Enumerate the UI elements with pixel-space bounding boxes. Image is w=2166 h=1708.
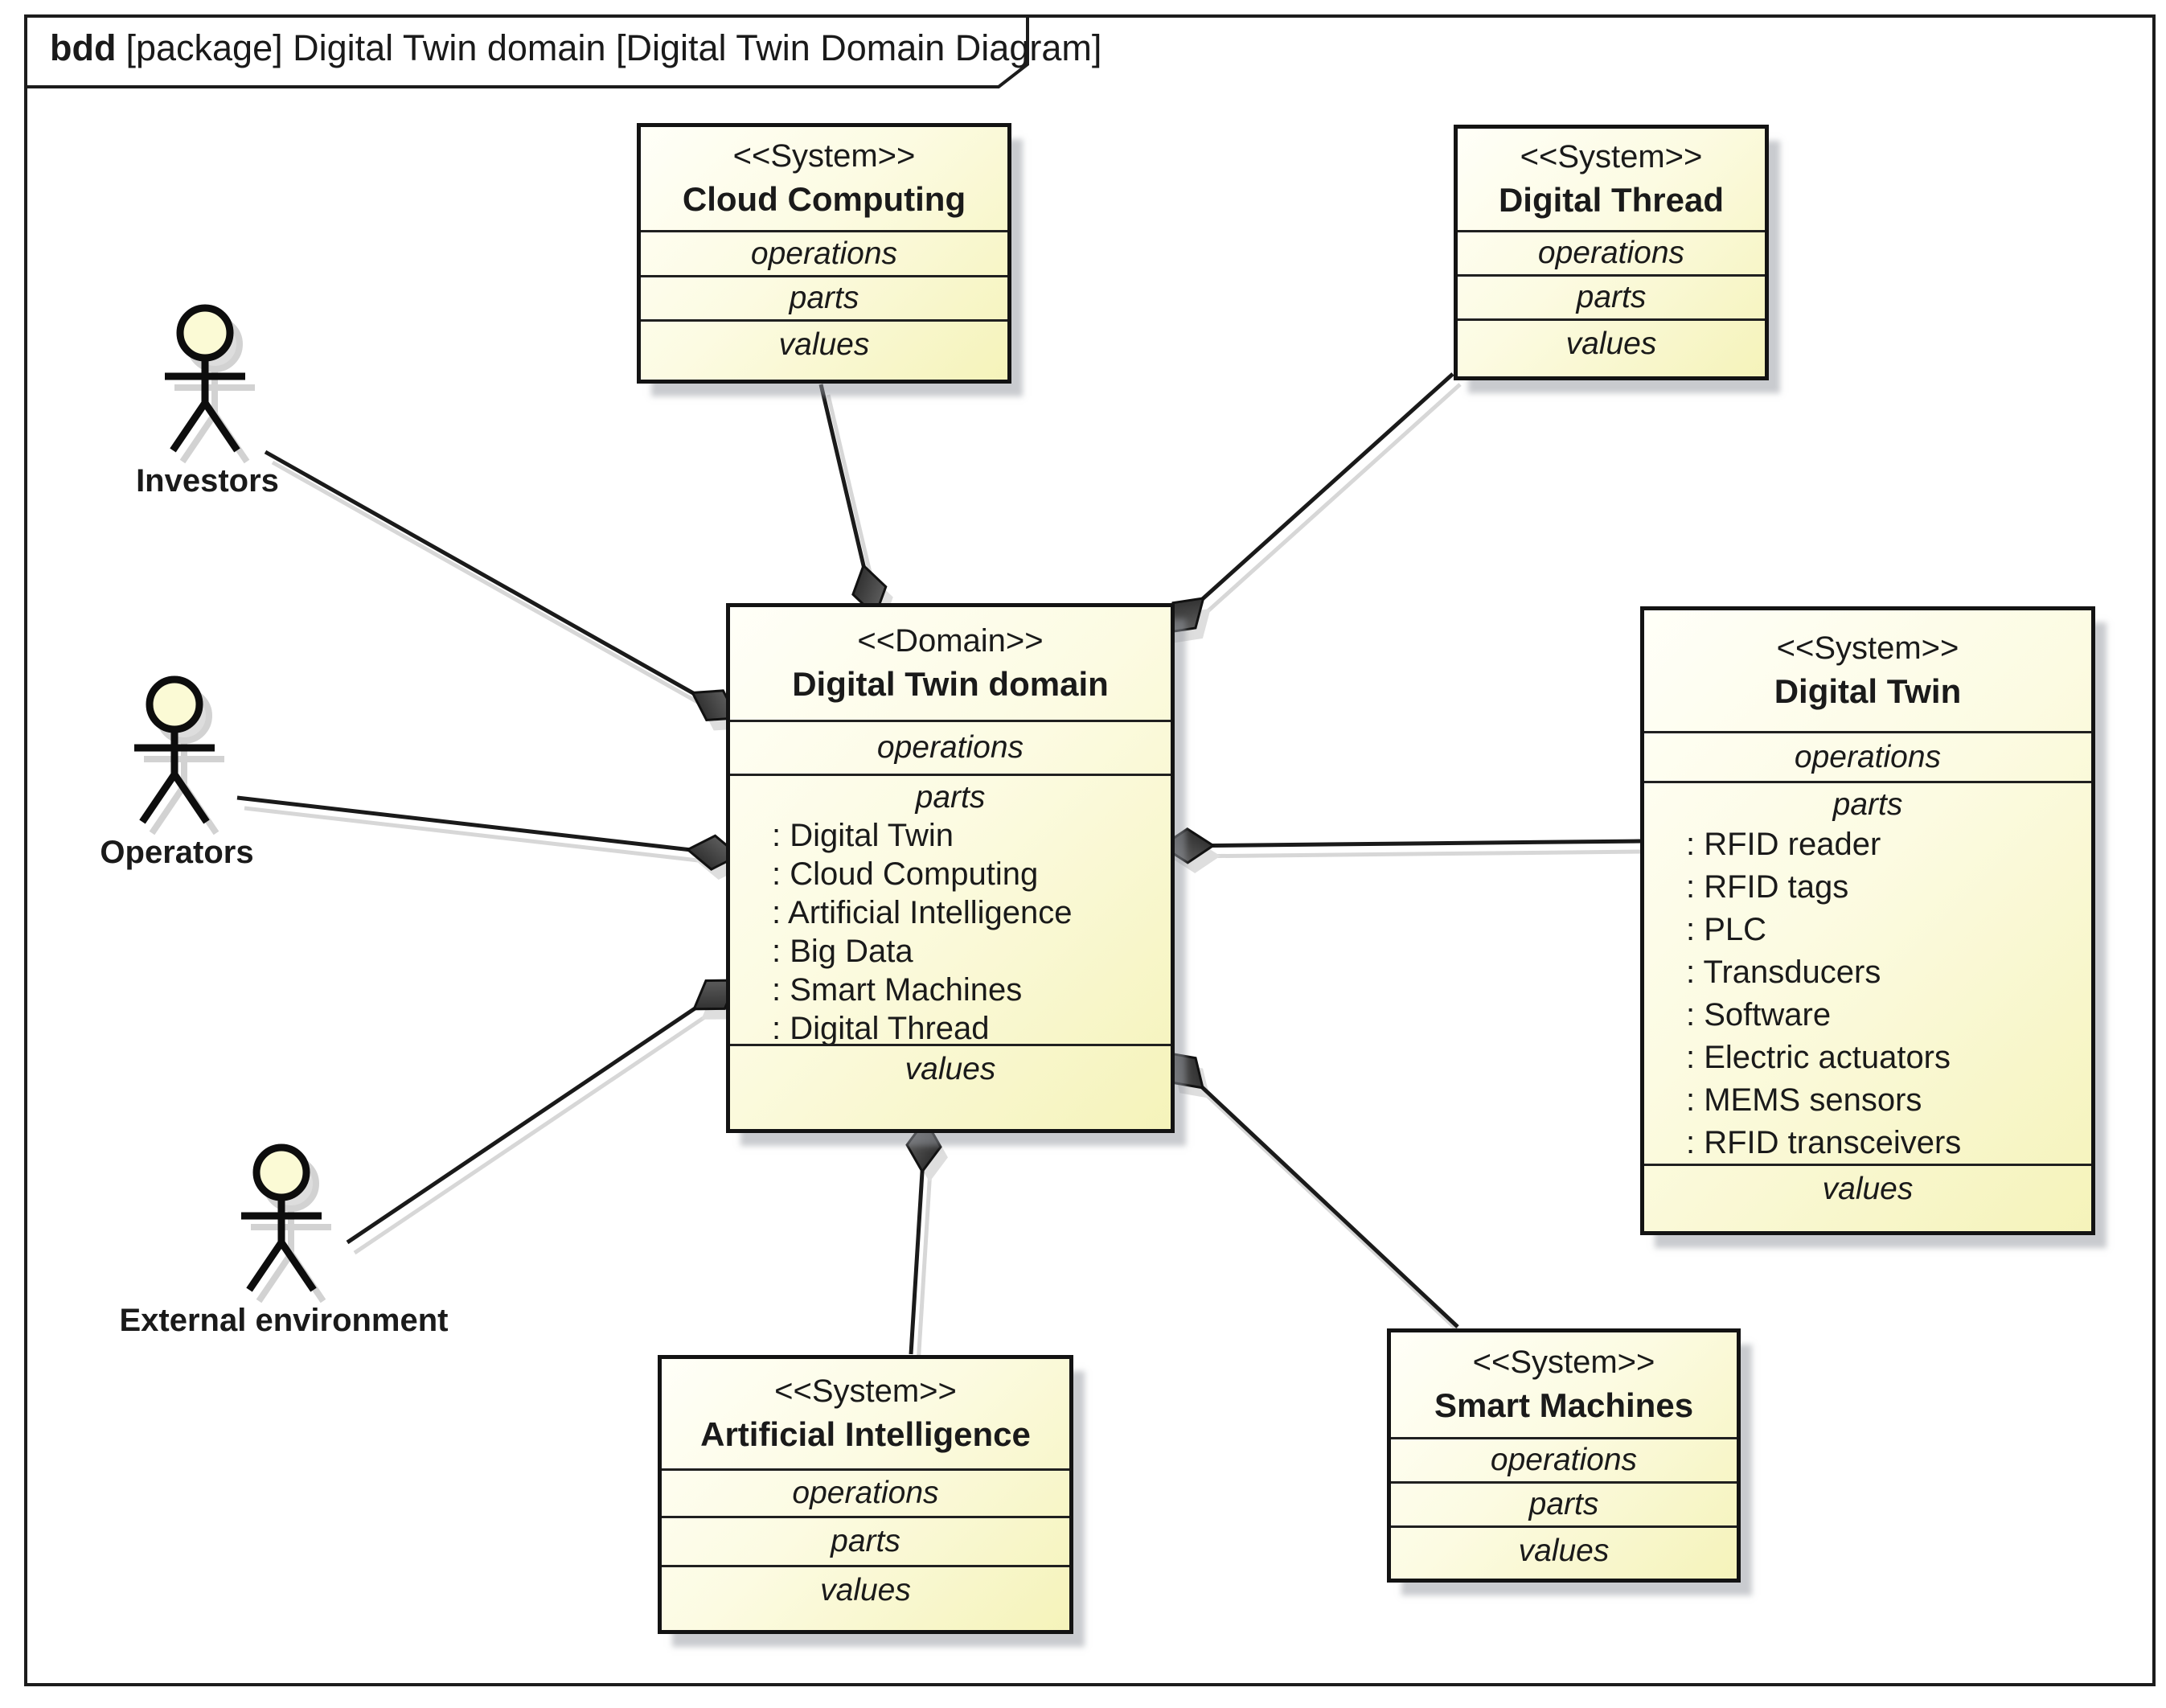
- block-header: <<System>> Cloud Computing: [641, 127, 1007, 230]
- part-item: : Software: [1686, 997, 1832, 1033]
- actor-figure-icon: [134, 675, 224, 836]
- parts-compartment: parts : Digital Twin: Cloud Computing: A…: [730, 774, 1171, 1046]
- block-header: <<System>> Artificial Intelligence: [662, 1359, 1069, 1468]
- stereotype-label: <<System>>: [1520, 139, 1703, 174]
- operations-compartment: operations: [641, 230, 1007, 275]
- part-item: : PLC: [1686, 912, 1767, 947]
- diagram-title-text: [package] Digital Twin domain [Digital T…: [125, 27, 1102, 68]
- part-item: : Digital Twin: [772, 818, 954, 853]
- block-name: Digital Thread: [1498, 181, 1725, 219]
- actor-investors[interactable]: Investors: [136, 304, 285, 499]
- operations-compartment: operations: [1391, 1437, 1737, 1481]
- block-name: Artificial Intelligence: [700, 1415, 1031, 1453]
- stereotype-label: <<System>>: [1776, 630, 1959, 666]
- parts-compartment: parts: [641, 275, 1007, 319]
- actor-figure-icon: [241, 1143, 331, 1304]
- part-item: : MEMS sensors: [1686, 1082, 1922, 1118]
- part-item: : Digital Thread: [772, 1011, 990, 1046]
- values-compartment: values: [641, 319, 1007, 380]
- values-compartment: values: [662, 1565, 1069, 1630]
- actor-external-environment[interactable]: External environment: [119, 1143, 449, 1338]
- actor-label: Investors: [136, 463, 279, 499]
- operations-compartment: operations: [730, 720, 1171, 774]
- block-digital-twin[interactable]: <<System>> Digital Twin operations parts…: [1640, 606, 2095, 1235]
- parts-list: : Digital Twin: Cloud Computing: Artific…: [730, 816, 1171, 1048]
- part-item: : Smart Machines: [772, 972, 1023, 1008]
- stereotype-label: <<System>>: [774, 1373, 957, 1409]
- part-item: : Transducers: [1686, 955, 1881, 990]
- block-header: <<System>> Digital Thread: [1458, 129, 1765, 230]
- operations-compartment: operations: [662, 1468, 1069, 1516]
- values-compartment: values: [1391, 1525, 1737, 1579]
- parts-compartment: parts : RFID reader: RFID tags: PLC: Tra…: [1644, 781, 2091, 1164]
- part-item: : Artificial Intelligence: [772, 895, 1073, 930]
- block-name: Cloud Computing: [682, 180, 966, 218]
- block-digital-thread[interactable]: <<System>> Digital Thread operations par…: [1454, 125, 1769, 380]
- part-item: : Big Data: [772, 934, 913, 969]
- parts-compartment: parts: [1391, 1481, 1737, 1525]
- block-cloud-computing[interactable]: <<System>> Cloud Computing operations pa…: [637, 123, 1011, 384]
- block-header: <<Domain>> Digital Twin domain: [730, 607, 1171, 720]
- block-name: Digital Twin domain: [792, 665, 1109, 703]
- block-name: Digital Twin: [1774, 672, 1962, 710]
- stereotype-label: <<Domain>>: [857, 623, 1044, 659]
- block-smart-machines[interactable]: <<System>> Smart Machines operations par…: [1387, 1328, 1741, 1583]
- values-compartment: values: [730, 1044, 1171, 1129]
- diagram-frame: [24, 14, 2156, 1686]
- diagram-title: bdd[package] Digital Twin domain [Digita…: [50, 24, 1101, 72]
- diagram-kind-label: bdd: [50, 27, 117, 68]
- parts-compartment: parts: [662, 1516, 1069, 1565]
- values-compartment: values: [1644, 1164, 2091, 1231]
- stereotype-label: <<System>>: [1472, 1345, 1655, 1380]
- block-artificial-intelligence[interactable]: <<System>> Artificial Intelligence opera…: [658, 1355, 1073, 1634]
- frame-tab-shape: [24, 14, 1029, 88]
- part-item: : RFID tags: [1686, 869, 1849, 905]
- block-digital-twin-domain[interactable]: <<Domain>> Digital Twin domain operation…: [726, 603, 1175, 1133]
- parts-compartment: parts: [1458, 274, 1765, 318]
- values-compartment: values: [1458, 318, 1765, 376]
- part-item: : Cloud Computing: [772, 856, 1039, 892]
- block-header: <<System>> Digital Twin: [1644, 610, 2091, 731]
- part-item: : RFID transceivers: [1686, 1125, 1962, 1160]
- stereotype-label: <<System>>: [732, 138, 916, 174]
- actor-figure-icon: [165, 304, 255, 464]
- part-item: : RFID reader: [1686, 827, 1881, 862]
- actor-operators[interactable]: Operators: [100, 675, 255, 870]
- operations-compartment: operations: [1458, 230, 1765, 274]
- operations-compartment: operations: [1644, 731, 2091, 781]
- parts-list: : RFID reader : RFID tags : PLC : Transduce…: [1644, 823, 2091, 1164]
- actor-label: External environment: [119, 1303, 449, 1338]
- part-item: : Electric actuators: [1686, 1040, 1951, 1075]
- actor-label: Operators: [100, 835, 254, 870]
- block-header: <<System>> Smart Machines: [1391, 1332, 1737, 1437]
- block-name: Smart Machines: [1434, 1386, 1694, 1424]
